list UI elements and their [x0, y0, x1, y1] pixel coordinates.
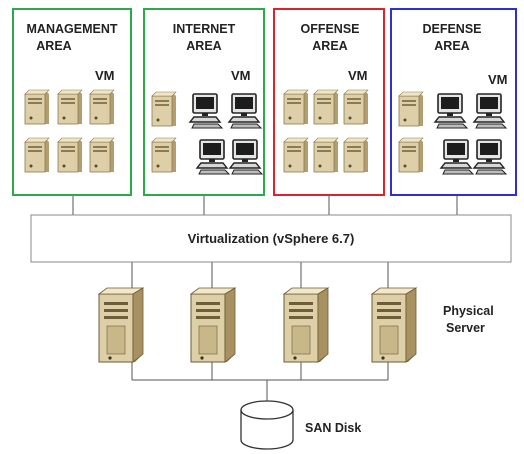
offense-area-title-line1: OFFENSE [300, 22, 359, 36]
defense-area-title-line2: AREA [434, 39, 469, 53]
san-disk: SAN Disk [240, 400, 361, 450]
virtualization-label: Virtualization (vSphere 6.7) [188, 231, 355, 246]
offense-vm-label: VM [348, 68, 368, 83]
rack-server-icon [98, 287, 144, 363]
defense-area: DEFENSE AREA VM [390, 8, 517, 196]
defense-area-title-line1: DEFENSE [422, 22, 481, 36]
rack-server-icon [371, 287, 417, 363]
physical-server-label-line1: Physical [443, 304, 494, 318]
management-area-title-line2: AREA [36, 39, 71, 53]
management-vm-label: VM [95, 68, 115, 83]
physical-server-label-line2: Server [446, 321, 485, 335]
virtualization-box [30, 214, 512, 263]
internet-area-title-line1: INTERNET [173, 22, 236, 36]
san-disk-icon [240, 400, 294, 450]
virtualization-layer: Virtualization (vSphere 6.7) [30, 214, 512, 263]
defense-vm-label: VM [488, 72, 508, 87]
internet-area: INTERNET AREA VM [143, 8, 265, 196]
internet-vm-label: VM [231, 68, 251, 83]
rack-server-icon [190, 287, 236, 363]
rack-server-icon [283, 287, 329, 363]
management-area: MANAGEMENT AREA VM [12, 8, 132, 196]
offense-area: OFFENSE AREA VM [273, 8, 385, 196]
connector-lines [72, 195, 458, 402]
offense-area-title-line2: AREA [312, 39, 347, 53]
san-disk-label: SAN Disk [305, 421, 361, 435]
management-area-title-line1: MANAGEMENT [27, 22, 118, 36]
internet-area-title-line2: AREA [186, 39, 221, 53]
physical-servers: Physical Server [98, 287, 494, 363]
